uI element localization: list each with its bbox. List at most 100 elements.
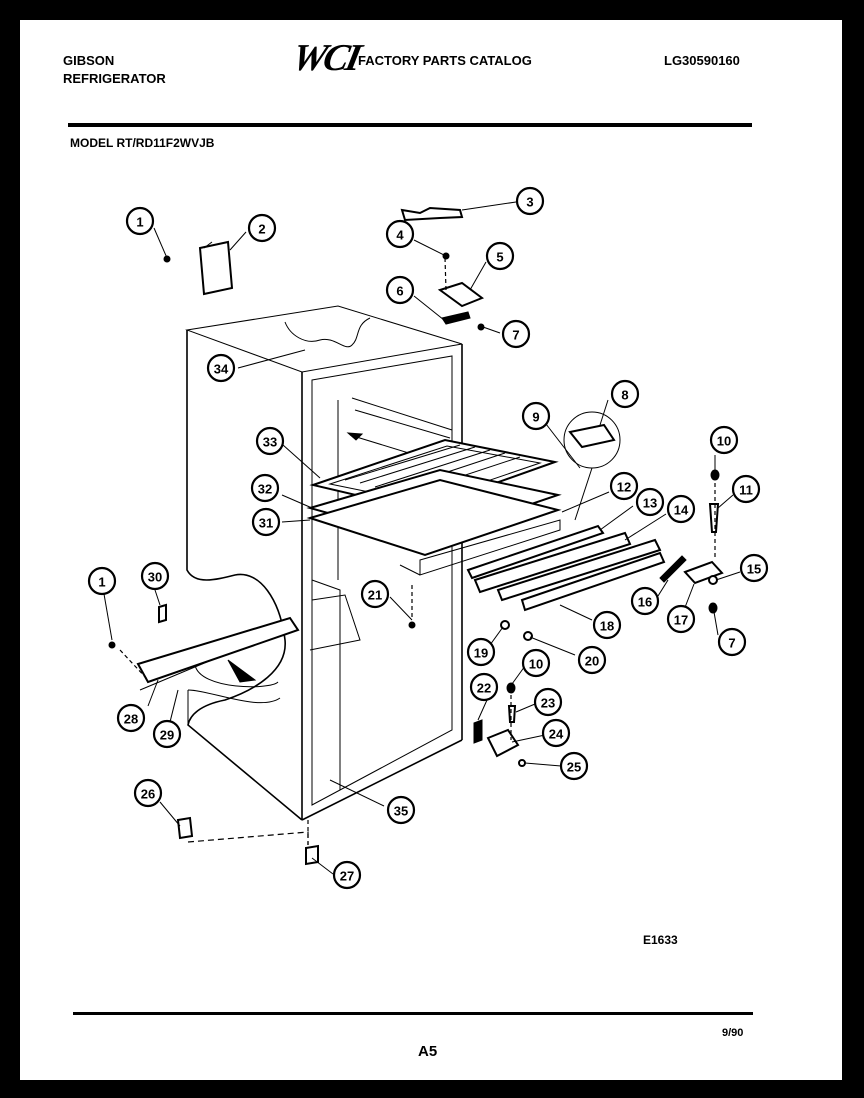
callout-11: 11	[731, 474, 761, 504]
callout-label: 21	[368, 588, 382, 603]
callout-label: 24	[549, 727, 564, 742]
callout-15: 15	[739, 553, 769, 583]
callout-17: 17	[666, 604, 696, 634]
callout-circle	[360, 579, 390, 609]
callout-circle	[666, 494, 696, 524]
callout-label: 15	[747, 562, 761, 577]
callout-circle	[717, 627, 747, 657]
catalog-number: LG30590160	[664, 53, 740, 68]
callout-28: 28	[116, 703, 146, 733]
callout-35: 35	[386, 795, 416, 825]
revision-date: 9/90	[722, 1027, 743, 1039]
callout-circle	[206, 353, 236, 383]
callout-24: 24	[541, 718, 571, 748]
callout-label: 17	[674, 613, 688, 628]
callout-circle	[541, 718, 571, 748]
callout-26: 26	[133, 778, 163, 808]
callout-circle	[332, 860, 362, 890]
catalog-title: FACTORY PARTS CATALOG	[358, 53, 532, 68]
callout-14: 14	[666, 494, 696, 524]
callout-label: 2	[258, 222, 265, 237]
callout-3: 3	[515, 186, 545, 216]
callout-circle	[630, 586, 660, 616]
callout-label: 18	[600, 619, 614, 634]
callout-label: 1	[136, 215, 143, 230]
callout-circle	[255, 426, 285, 456]
callout-circle	[87, 566, 117, 596]
callout-circle	[247, 213, 277, 243]
callout-12: 12	[609, 471, 639, 501]
callout-circle	[521, 401, 551, 431]
callout-18: 18	[592, 610, 622, 640]
header-rule	[68, 123, 752, 127]
model-number: MODEL RT/RD11F2WVJB	[70, 136, 215, 150]
callout-16: 16	[630, 586, 660, 616]
callout-label: 22	[477, 681, 491, 696]
callout-circle	[140, 561, 170, 591]
callout-1: 1	[87, 566, 117, 596]
callout-label: 4	[396, 228, 404, 243]
callout-circle	[385, 275, 415, 305]
callout-circle	[250, 473, 280, 503]
callout-circle	[466, 637, 496, 667]
shelf-assembly	[306, 438, 666, 612]
callout-10: 10	[521, 648, 551, 678]
callout-label: 31	[259, 516, 273, 531]
callout-label: 35	[394, 804, 408, 819]
callout-8: 8	[610, 379, 640, 409]
callout-2: 2	[247, 213, 277, 243]
callout-circle	[386, 795, 416, 825]
callout-7: 7	[717, 627, 747, 657]
callout-25: 25	[559, 751, 589, 781]
callout-label: 26	[141, 787, 155, 802]
callout-circle	[559, 751, 589, 781]
callout-label: 25	[567, 760, 581, 775]
callout-circle	[731, 474, 761, 504]
callout-4: 4	[385, 219, 415, 249]
callout-5: 5	[485, 241, 515, 271]
callout-label: 11	[739, 483, 753, 498]
callout-6: 6	[385, 275, 415, 305]
callout-23: 23	[533, 687, 563, 717]
callout-circle	[521, 648, 551, 678]
callout-circle	[125, 206, 155, 236]
callout-circle	[133, 778, 163, 808]
callout-circle	[469, 672, 499, 702]
callout-label: 10	[529, 657, 543, 672]
callout-30: 30	[140, 561, 170, 591]
small-parts	[108, 206, 724, 866]
callout-label: 7	[512, 328, 519, 343]
figure-code: E1633	[643, 933, 678, 947]
callout-31: 31	[251, 507, 281, 537]
callout-circle	[635, 487, 665, 517]
callout-21: 21	[360, 579, 390, 609]
callout-circle	[485, 241, 515, 271]
callout-label: 14	[674, 503, 689, 518]
callout-label: 29	[160, 728, 174, 743]
callout-circle	[609, 471, 639, 501]
callout-label: 6	[396, 284, 403, 299]
callout-circle	[152, 719, 182, 749]
callout-label: 1	[98, 575, 105, 590]
callout-label: 32	[258, 482, 272, 497]
callout-label: 23	[541, 696, 555, 711]
callout-label: 3	[526, 195, 533, 210]
callout-circle	[739, 553, 769, 583]
callout-10: 10	[709, 425, 739, 455]
callout-label: 30	[148, 570, 162, 585]
callout-circle	[666, 604, 696, 634]
callout-circle	[116, 703, 146, 733]
callout-label: 10	[717, 434, 731, 449]
callout-label: 9	[532, 410, 539, 425]
callout-label: 20	[585, 654, 599, 669]
footer-rule	[73, 1012, 753, 1015]
callout-label: 16	[638, 595, 652, 610]
callout-33: 33	[255, 426, 285, 456]
brand-line2: REFRIGERATOR	[63, 71, 166, 86]
callout-7: 7	[501, 319, 531, 349]
callout-13: 13	[635, 487, 665, 517]
callout-1: 1	[125, 206, 155, 236]
